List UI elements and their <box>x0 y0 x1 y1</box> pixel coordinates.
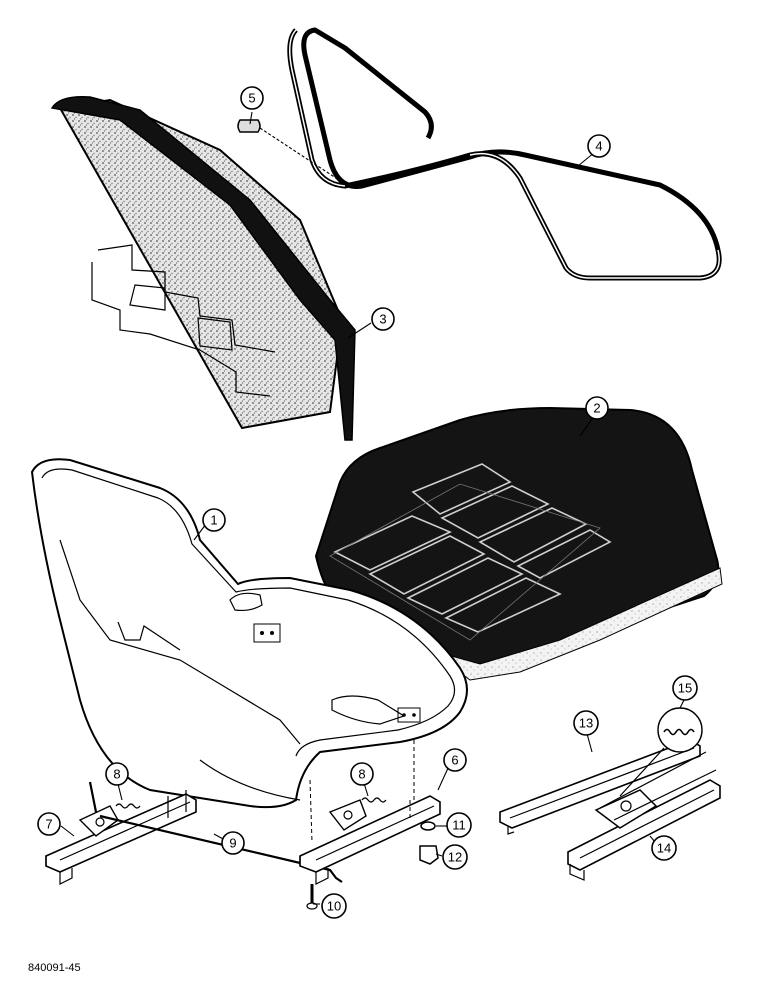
callout-7: 7 <box>37 812 61 836</box>
callout-12: 12 <box>442 844 468 870</box>
trim-molding-part <box>287 27 722 281</box>
track-assembly-part <box>567 751 721 881</box>
callout-label: 3 <box>379 312 386 327</box>
backrest-cushion-part <box>50 95 356 441</box>
callout-label: 8 <box>358 767 365 782</box>
callout-3: 3 <box>371 307 395 331</box>
drawing-code: 840091-45 <box>28 962 81 974</box>
molding-joint-clip-part <box>237 119 261 133</box>
callout-8-right: 8 <box>350 762 374 786</box>
callout-6: 6 <box>443 748 467 772</box>
callout-4: 4 <box>587 134 611 158</box>
track-release-rod-part <box>99 814 343 883</box>
callout-1: 1 <box>202 508 226 532</box>
callout-label: 4 <box>595 139 602 154</box>
nut-part <box>419 845 439 865</box>
callout-label: 6 <box>451 753 458 768</box>
track-spring-left <box>115 803 141 809</box>
callout-label: 14 <box>657 841 671 856</box>
callout-2: 2 <box>585 396 609 420</box>
callout-label: 12 <box>448 850 462 865</box>
callout-label: 1 <box>210 513 217 528</box>
callout-label: 8 <box>113 767 120 782</box>
callout-label: 10 <box>327 899 341 914</box>
track-spring-right <box>361 797 387 803</box>
callout-label: 7 <box>45 817 52 832</box>
seat-shell-part <box>30 458 468 809</box>
callout-9: 9 <box>221 831 245 855</box>
callout-15: 15 <box>672 675 698 701</box>
callout-label: 13 <box>579 716 593 731</box>
callout-label: 2 <box>593 401 600 416</box>
spring-part <box>619 707 703 797</box>
lock-washer-part <box>420 821 436 831</box>
callout-13: 13 <box>573 710 599 736</box>
callout-5: 5 <box>240 86 264 110</box>
bolt-part <box>306 884 318 910</box>
callout-10: 10 <box>321 893 347 919</box>
callout-8-left: 8 <box>105 762 129 786</box>
callout-label: 9 <box>229 836 236 851</box>
callout-label: 5 <box>248 91 255 106</box>
callout-11: 11 <box>446 812 472 838</box>
callout-14: 14 <box>651 835 677 861</box>
callout-label: 15 <box>678 681 692 696</box>
callout-label: 11 <box>452 818 466 833</box>
right-seat-track-part <box>299 740 441 885</box>
